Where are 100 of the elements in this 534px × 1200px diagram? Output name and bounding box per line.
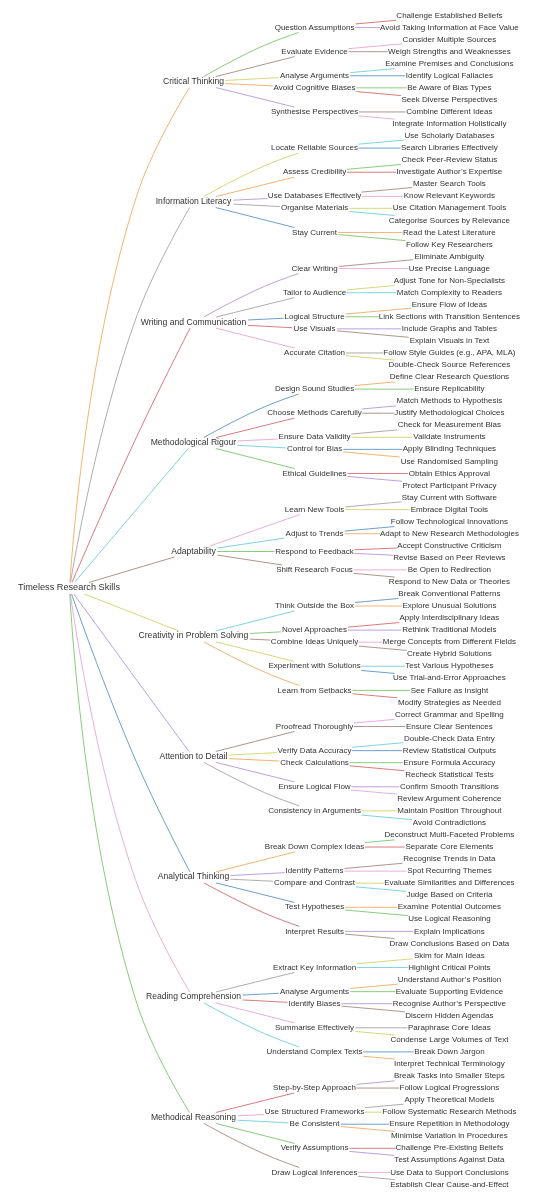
connector	[214, 207, 295, 228]
connector	[339, 1123, 389, 1125]
connector	[229, 878, 273, 882]
connector	[354, 19, 397, 25]
node-text: Reading Comprehension	[145, 991, 241, 1002]
connector	[360, 670, 395, 674]
connector	[357, 1172, 391, 1173]
connector	[249, 631, 282, 634]
connector	[350, 786, 399, 788]
connector	[362, 1055, 395, 1060]
connector	[347, 51, 388, 53]
connector	[69, 593, 190, 993]
connector	[216, 537, 285, 549]
connector	[249, 638, 271, 641]
connector	[347, 43, 402, 50]
connector	[347, 622, 399, 628]
connector	[348, 765, 405, 772]
connector	[232, 198, 268, 201]
connector	[346, 164, 401, 170]
connector	[215, 972, 295, 993]
connector	[247, 317, 284, 321]
connector	[232, 203, 280, 207]
connector	[214, 448, 295, 469]
connector	[228, 752, 277, 756]
connector	[358, 641, 383, 643]
node-text: Methodological Rigour	[150, 437, 236, 448]
connector	[349, 983, 398, 989]
connector	[202, 152, 299, 197]
connector	[202, 393, 299, 438]
connector	[214, 327, 295, 349]
connector	[203, 1123, 300, 1168]
connector	[348, 762, 403, 764]
connector	[347, 629, 402, 631]
connector	[352, 569, 407, 571]
connector	[350, 789, 397, 795]
connector	[343, 870, 407, 872]
connector	[360, 195, 404, 197]
connector	[214, 56, 295, 77]
node-text: Critical Thinking	[162, 76, 224, 87]
connector	[224, 77, 279, 81]
connector	[69, 87, 190, 583]
connector	[344, 307, 411, 315]
connector	[215, 417, 295, 438]
connector	[364, 1103, 404, 1109]
connector	[364, 1111, 383, 1113]
connector	[336, 330, 409, 338]
node-text: Information Literacy	[155, 196, 231, 207]
node-text: Creativity in Problem Solving	[138, 630, 248, 641]
connector	[350, 436, 412, 438]
connector	[72, 593, 189, 752]
connector	[354, 388, 414, 390]
connector	[69, 207, 190, 583]
connector	[247, 325, 292, 329]
connector	[356, 958, 413, 965]
connector	[216, 554, 282, 566]
connector	[215, 1092, 295, 1113]
connector	[346, 292, 396, 294]
connector	[345, 352, 383, 354]
connector	[351, 750, 403, 752]
connector	[351, 742, 404, 748]
connector	[356, 967, 408, 968]
connector	[228, 758, 280, 762]
node-text: Analytical Thinking	[157, 871, 229, 882]
connector	[360, 187, 412, 193]
connector	[346, 476, 402, 482]
connector	[351, 693, 398, 699]
connector	[215, 297, 295, 318]
connector	[355, 1080, 395, 1085]
connector	[354, 598, 399, 603]
connector	[203, 1002, 300, 1048]
connector	[83, 593, 179, 632]
connector	[360, 665, 405, 667]
connector	[361, 412, 394, 414]
connector	[340, 1003, 393, 1005]
connector	[236, 1114, 265, 1117]
connector	[352, 572, 395, 578]
connector	[353, 552, 394, 556]
connector	[354, 1031, 395, 1036]
connector	[215, 87, 295, 108]
connector	[344, 933, 395, 939]
connector	[214, 1123, 295, 1144]
connector	[71, 327, 190, 583]
connector	[241, 992, 279, 996]
connector	[336, 328, 401, 330]
connector	[340, 1005, 405, 1013]
connector	[357, 139, 404, 145]
connector	[353, 547, 397, 551]
connector	[353, 719, 395, 724]
connector	[354, 27, 381, 28]
connector	[88, 556, 175, 583]
connector	[351, 690, 410, 691]
connector	[354, 1027, 408, 1029]
connector	[236, 1119, 289, 1124]
connector	[208, 514, 300, 547]
connector	[215, 762, 295, 783]
connector	[73, 448, 189, 583]
connector	[348, 211, 395, 216]
node-text: Attention to Detail	[159, 750, 227, 761]
connector	[215, 176, 295, 197]
connector	[241, 999, 288, 1003]
